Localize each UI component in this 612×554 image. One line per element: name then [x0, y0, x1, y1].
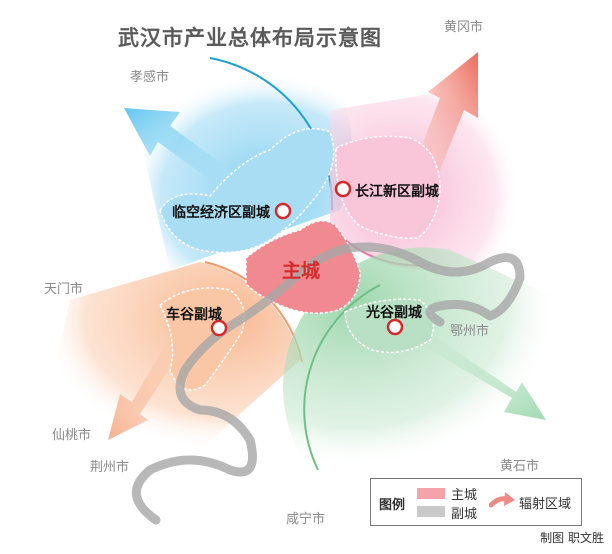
legend-arrow-icon: [489, 492, 515, 508]
area-changjiang: [335, 135, 441, 239]
legend-swatch-main-city: [417, 488, 445, 499]
legend: 图例 主城 副城 辐射区域: [370, 478, 582, 526]
sub-city-label-changjiang: 长江新区副城: [355, 184, 439, 200]
city-label-huanggang: 黄冈市: [444, 20, 484, 35]
city-label-xiaogan: 孝感市: [130, 70, 170, 85]
radiation-arrow-southeast: [410, 326, 546, 420]
area-linkong: [159, 127, 335, 254]
legend-label-main-city: 主城: [451, 488, 478, 503]
area-chegu: [159, 287, 245, 391]
marker-changjiang: [334, 180, 352, 198]
sub-city-label-guanggu: 光谷副城: [366, 305, 422, 321]
city-label-ezhou: 鄂州市: [450, 324, 490, 339]
credit: 制图 职文胜: [540, 531, 604, 545]
city-label-tianmen: 天门市: [44, 282, 84, 297]
city-label-huangshi: 黄石市: [500, 459, 540, 474]
sub-city-label-linkong: 临空经济区副城: [172, 205, 270, 221]
marker-linkong: [274, 202, 292, 220]
sub-city-label-chegu: 车谷副城: [166, 307, 222, 323]
radiation-arrow-northwest: [124, 108, 244, 196]
river-yangtze: [131, 242, 525, 525]
legend-label-radiation-zone: 辐射区域: [519, 497, 572, 512]
marker-guanggu: [386, 318, 404, 336]
marker-chegu: [210, 319, 228, 337]
main-city-label: 主城: [282, 260, 321, 282]
city-label-xiantao: 仙桃市: [52, 428, 92, 443]
radiation-zone-southeast: [283, 247, 560, 471]
legend-label-sub-city: 副城: [451, 507, 478, 522]
city-label-jingzhou: 荆州市: [90, 460, 130, 475]
legend-title: 图例: [379, 498, 406, 513]
city-label-xianning: 咸宁市: [286, 512, 326, 527]
radiation-arrow-northeast: [412, 52, 478, 180]
map-title: 武汉市产业总体布局示意图: [118, 25, 382, 50]
legend-swatch-sub-city: [417, 506, 445, 517]
radiation-arrow-southwest: [108, 328, 188, 440]
